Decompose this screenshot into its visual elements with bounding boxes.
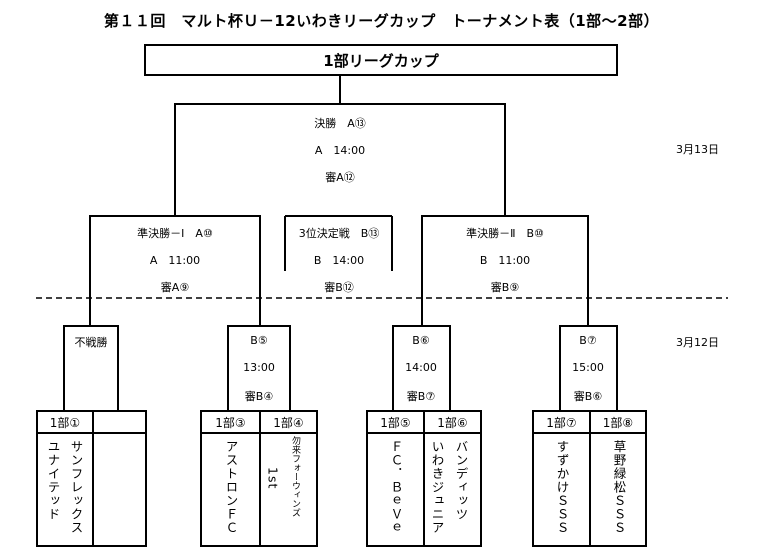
semi2-time: B 11:00 [479, 254, 531, 267]
team-id: 1部③ [215, 415, 246, 430]
semi1-label: 準決勝－Ⅰ A⑩ [137, 227, 213, 240]
final-referee: 審A⑫ [325, 171, 355, 184]
third-time: B 14:00 [313, 254, 365, 267]
final-label: 決勝 A⑬ [314, 117, 366, 130]
team-id: 1部① [49, 415, 81, 430]
r1-match2-referee: 審B④ [244, 390, 274, 403]
semi2-referee: 審B⑨ [490, 281, 520, 294]
r1-match4-referee: 審B⑥ [573, 390, 603, 403]
team-name: サンフレックス [68, 440, 84, 535]
final-time: A 14:00 [314, 144, 366, 157]
r1-match2-time: 13:00 [243, 361, 275, 374]
cup-banner: 1部リーグカップ [144, 44, 618, 76]
r1-match4-label: B⑦ [579, 334, 597, 347]
team-id: 1部④ [273, 415, 304, 430]
team-name: 1st [265, 467, 281, 490]
team-name: ユナイテッド [45, 440, 61, 521]
team-id: 1部⑧ [602, 415, 634, 430]
team-box-4: 1部⑦ 1部⑧ すずかけＳＳＳ 草野緑松ＳＳＳ [532, 410, 647, 547]
semi2-label: 準決勝－Ⅱ B⑩ [466, 227, 544, 240]
r1-match2-label: B⑤ [250, 334, 268, 347]
semi1-time: A 11:00 [149, 254, 201, 267]
team-name: すずかけＳＳＳ [554, 440, 570, 535]
team-id: 1部⑤ [380, 415, 411, 430]
team-box-1: 1部① ユナイテッド サンフレックス [36, 410, 147, 547]
r1-match3-label: B⑥ [412, 334, 430, 347]
semi1-referee: 審A⑨ [160, 281, 190, 294]
r1-match3-referee: 審B⑦ [406, 390, 436, 403]
team-name: 草野緑松ＳＳＳ [611, 440, 627, 535]
team-name: いわきジュニア [429, 440, 445, 535]
team-box-3: 1部⑤ 1部⑥ ＦＣ．ＢｅＶｅ いわきジュニア バンディッツ [366, 410, 482, 547]
team-box-2: 1部③ 1部④ アストロンＦＣ 1st 勿来フォーウィンズ [200, 410, 318, 547]
team-name: アストロンＦＣ [223, 440, 239, 535]
r1-match4-time: 15:00 [572, 361, 604, 374]
r1-match3-time: 14:00 [405, 361, 437, 374]
team-name: ＦＣ．ＢｅＶｅ [388, 440, 404, 535]
team-name: バンディッツ [453, 440, 469, 521]
team-id: 1部⑦ [546, 415, 577, 430]
team-id [94, 412, 145, 432]
team-name: 勿来フォーウィンズ [290, 436, 300, 517]
third-label: 3位決定戦 B⑬ [298, 227, 380, 240]
date-day1: 3月12日 [676, 336, 719, 349]
team-id: 1部⑥ [437, 415, 468, 430]
r1-bye-label: 不戦勝 [74, 336, 108, 349]
third-referee: 審B⑫ [324, 281, 354, 294]
page-title: 第１１回 マルト杯Ｕ－12いわきリーグカップ トーナメント表（1部～2部） [103, 12, 660, 30]
date-day2: 3月13日 [676, 143, 719, 156]
